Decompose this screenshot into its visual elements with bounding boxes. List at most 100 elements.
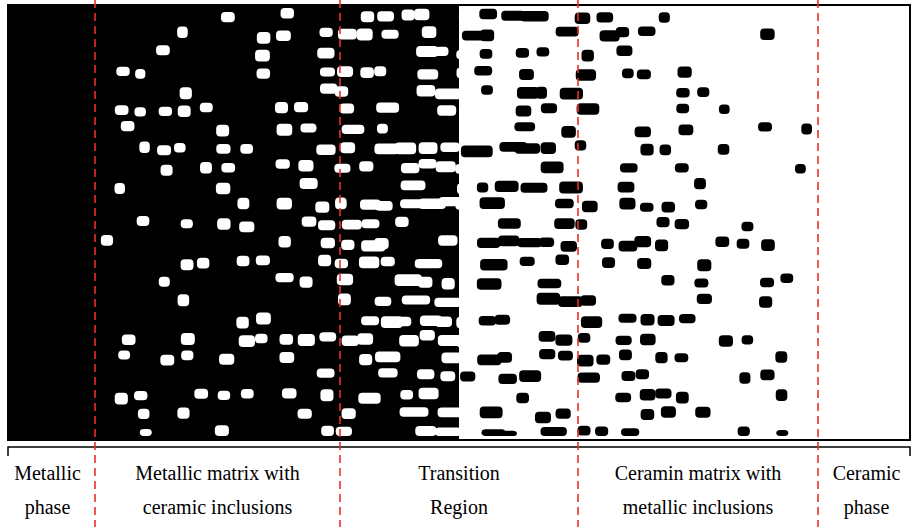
texture-blob (640, 144, 653, 156)
texture-blob (637, 258, 651, 269)
texture-blob (539, 349, 555, 359)
texture-blob (318, 220, 335, 230)
texture-blob (661, 275, 674, 286)
texture-blob (675, 353, 689, 362)
texture-blob (479, 9, 497, 20)
texture-blob (161, 165, 173, 176)
texture-blob (321, 426, 334, 436)
texture-blob (294, 102, 308, 112)
texture-blob (676, 104, 689, 113)
texture-blob (197, 258, 209, 269)
texture-blob (200, 162, 212, 174)
texture-blob (418, 277, 432, 288)
texture-blob (275, 159, 289, 168)
texture-blob (541, 142, 556, 154)
texture-blob (137, 216, 150, 226)
texture-blob (177, 408, 189, 419)
texture-blob (378, 368, 398, 377)
texture-blob (218, 391, 231, 400)
texture-blob (375, 352, 400, 363)
texture-blob (695, 407, 710, 418)
texture-blob (776, 389, 788, 401)
texture-blob (241, 389, 254, 398)
texture-blob (298, 160, 313, 171)
texture-blob (194, 389, 208, 399)
texture-blob (555, 199, 574, 209)
texture-blob (795, 164, 806, 174)
region-label-column: Metallic matrix with ceramic inclusions (95, 456, 340, 524)
texture-blob (255, 334, 268, 343)
texture-blob (618, 314, 636, 323)
texture-blob (395, 142, 416, 154)
texture-blob (157, 145, 171, 155)
texture-blob (620, 163, 638, 172)
illustration-border (8, 5, 910, 440)
region-label-column: Transition Region (340, 456, 578, 524)
texture-blob (240, 144, 253, 154)
texture-blob (619, 198, 635, 210)
texture-blob (357, 29, 373, 41)
texture-blob (434, 298, 462, 307)
texture-blob (577, 103, 600, 115)
texture-blob (400, 390, 413, 399)
texture-blob (239, 335, 255, 347)
texture-blob (402, 296, 430, 305)
texture-blob (435, 316, 452, 327)
texture-blob (217, 218, 230, 229)
texture-blob (758, 122, 772, 131)
texture-blob (477, 278, 502, 289)
texture-blob (317, 48, 334, 59)
texture-blob (319, 28, 332, 37)
texture-blob (300, 276, 313, 287)
texture-blob (114, 183, 124, 194)
region-label-column: Ceramic phase (818, 456, 915, 524)
texture-blob (719, 335, 733, 346)
texture-blob (180, 87, 192, 99)
texture-blob (655, 389, 671, 399)
texture-blob (776, 430, 788, 436)
texture-blob (715, 237, 729, 247)
texture-blob (276, 30, 291, 41)
texture-blob (480, 406, 503, 418)
texture-blob (679, 314, 696, 323)
texture-blob (718, 144, 730, 155)
texture-blob (541, 103, 557, 113)
texture-blob (320, 389, 333, 401)
texture-blob (541, 427, 567, 436)
texture-blob (156, 45, 170, 55)
texture-blob (697, 294, 712, 304)
texture-blob (742, 335, 754, 344)
texture-blob (116, 67, 129, 76)
texture-blob (636, 369, 649, 379)
texture-blob (414, 9, 429, 20)
texture-blob (361, 11, 374, 22)
texture-blob (135, 69, 145, 79)
texture-blob (480, 30, 494, 42)
texture-blob (519, 370, 541, 382)
region-label: Transition Region (392, 456, 526, 524)
region-label: Ceramic phase (822, 456, 911, 524)
texture-blob (678, 66, 692, 77)
texture-blob (536, 47, 549, 56)
texture-blob (560, 88, 583, 100)
texture-blob (118, 351, 130, 360)
texture-blob (178, 106, 191, 118)
texture-blob (402, 10, 415, 21)
texture-blob (675, 219, 689, 229)
texture-blob (396, 317, 411, 326)
texture-blob (616, 46, 632, 56)
texture-blob (256, 313, 271, 325)
texture-blob (676, 88, 689, 97)
texture-blob (115, 105, 129, 115)
texture-blob (237, 256, 250, 267)
texture-blob (581, 50, 593, 62)
texture-blob (640, 389, 656, 400)
texture-blob (738, 427, 750, 436)
texture-blob (300, 123, 316, 132)
texture-blob (377, 11, 394, 21)
texture-blob (279, 352, 294, 363)
texture-blob (216, 144, 230, 154)
texture-blob (459, 11, 481, 22)
texture-blob (340, 142, 355, 153)
texture-blob (498, 374, 517, 384)
